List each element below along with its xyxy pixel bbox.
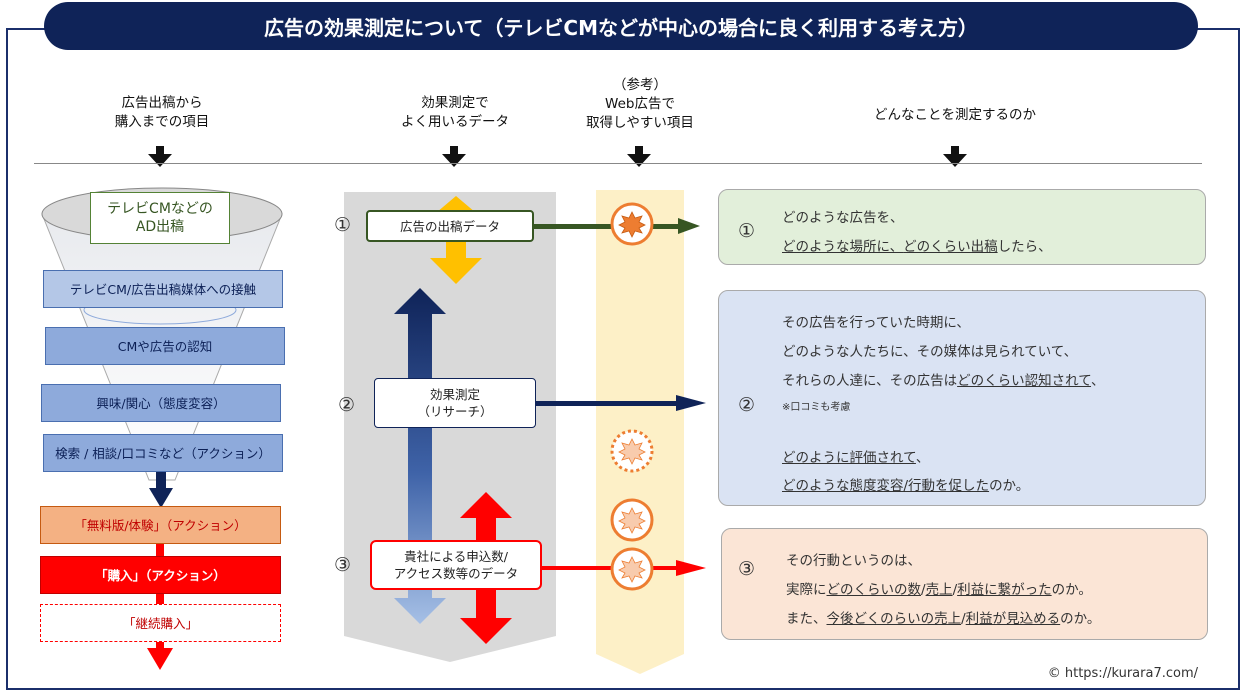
panel-3-line3: また、今後どくのらいの売上/利益が見込めるのか。: [786, 607, 1100, 627]
panel-2-line2: どのような人たちに、その媒体は見られていて、: [782, 344, 1078, 360]
data-num-1: ①: [334, 214, 352, 236]
panel-3-l3s: /: [961, 611, 966, 627]
panel-2-note: ※口コミも考慮: [782, 402, 851, 413]
data-item-applications: 貴社による申込数/ アクセス数等のデータ: [370, 540, 542, 590]
panel-1-line2: どのような場所に、どのくらい出稿したら、: [782, 235, 1052, 255]
header-col4: どんなことを測定するのか: [874, 107, 1036, 123]
panel-1-u1: どのような場所に、: [782, 239, 904, 255]
funnel-step-awareness: CMや広告の認知: [45, 327, 285, 365]
panel-3-l3a: また、: [786, 611, 827, 627]
data-num-2: ②: [338, 394, 356, 416]
data-item-research: 効果測定 （リサーチ）: [374, 378, 536, 428]
panel-3-num: ③: [738, 558, 756, 580]
header-col2: 効果測定で よく用いるデータ: [401, 95, 509, 130]
header-col1: 広告出稿から 購入までの項目: [114, 95, 210, 130]
header-col3: （参考） Web広告で 取得しやすい項目: [586, 77, 694, 131]
panel-3-l2u2: 売上: [925, 582, 953, 598]
panel-3-l2s1: /: [921, 582, 926, 598]
panel-2-l3b: 、: [1091, 373, 1105, 389]
panel-3-l2s2: /: [952, 582, 958, 598]
panel-3: [721, 528, 1208, 640]
panel-1-u2: どのくらい出稿: [903, 239, 998, 255]
panel-2-line5: どのような態度変容/行動を促したのか。: [782, 474, 1029, 494]
funnel-step-contact: テレビCM/広告出稿媒体への接触: [43, 270, 283, 308]
page-title: 広告の効果測定について（テレビCMなどが中心の場合に良く利用する考え方）: [44, 2, 1198, 50]
panel-3-l3u1: 今後どくのらいの売上: [826, 611, 962, 627]
panel-2-line3: それらの人達に、その広告はどのくらい認知されて、: [782, 369, 1105, 389]
data-item-ad-placement: 広告の出稿データ: [366, 210, 534, 242]
funnel-step-search: 検索 / 相談/口コミなど（アクション）: [43, 434, 283, 472]
panel-2-line4: どのように評価されて、: [782, 446, 929, 466]
panel-3-line2: 実際にどのくらいの数/売上/利益に繋がったのか。: [786, 578, 1092, 598]
data-num-3: ③: [334, 554, 352, 576]
action-free-trial: 「無料版/体験」（アクション）: [40, 506, 281, 544]
panel-1-num: ①: [738, 220, 756, 242]
panel-2-l5b: のか。: [989, 478, 1030, 494]
panel-3-l3b: のか。: [1060, 611, 1101, 627]
panel-3-l2u3: 利益に繋がった: [957, 582, 1052, 598]
panel-3-line1: その行動というのは、: [786, 553, 921, 569]
panel-3-l3u2: 利益が見込める: [965, 611, 1061, 627]
funnel-top-label: テレビCMなどの AD出稿: [90, 192, 230, 244]
panel-3-l2b: のか。: [1051, 582, 1092, 598]
panel-2-num: ②: [738, 394, 756, 416]
panel-3-l2u1: どのくらいの数: [826, 582, 922, 598]
panel-2-l5u: どのような態度変容/行動を促した: [782, 478, 990, 494]
panel-1: [718, 189, 1206, 265]
panel-2-l4b: 、: [915, 450, 930, 466]
panel-2: [718, 290, 1206, 506]
panel-2-l3a: それらの人達に、その広告は: [782, 373, 958, 389]
action-repeat-purchase: 「継続購入」: [40, 604, 281, 642]
panel-1-line1: どのような広告を、: [782, 210, 904, 226]
action-purchase: 「購入」（アクション）: [40, 556, 281, 594]
panel-2-l3u: どのくらい認知されて: [957, 373, 1092, 389]
funnel-step-interest: 興味/関心（態度変容）: [41, 384, 281, 422]
panel-3-l2a: 実際に: [786, 582, 827, 598]
panel-2-line1: その広告を行っていた時期に、: [782, 315, 970, 331]
header-divider: [34, 163, 1202, 164]
panel-1-rest: したら、: [997, 239, 1052, 255]
copyright: © https://kurara7.com/: [1047, 666, 1198, 681]
panel-2-l4u: どのように評価されて: [782, 450, 916, 466]
